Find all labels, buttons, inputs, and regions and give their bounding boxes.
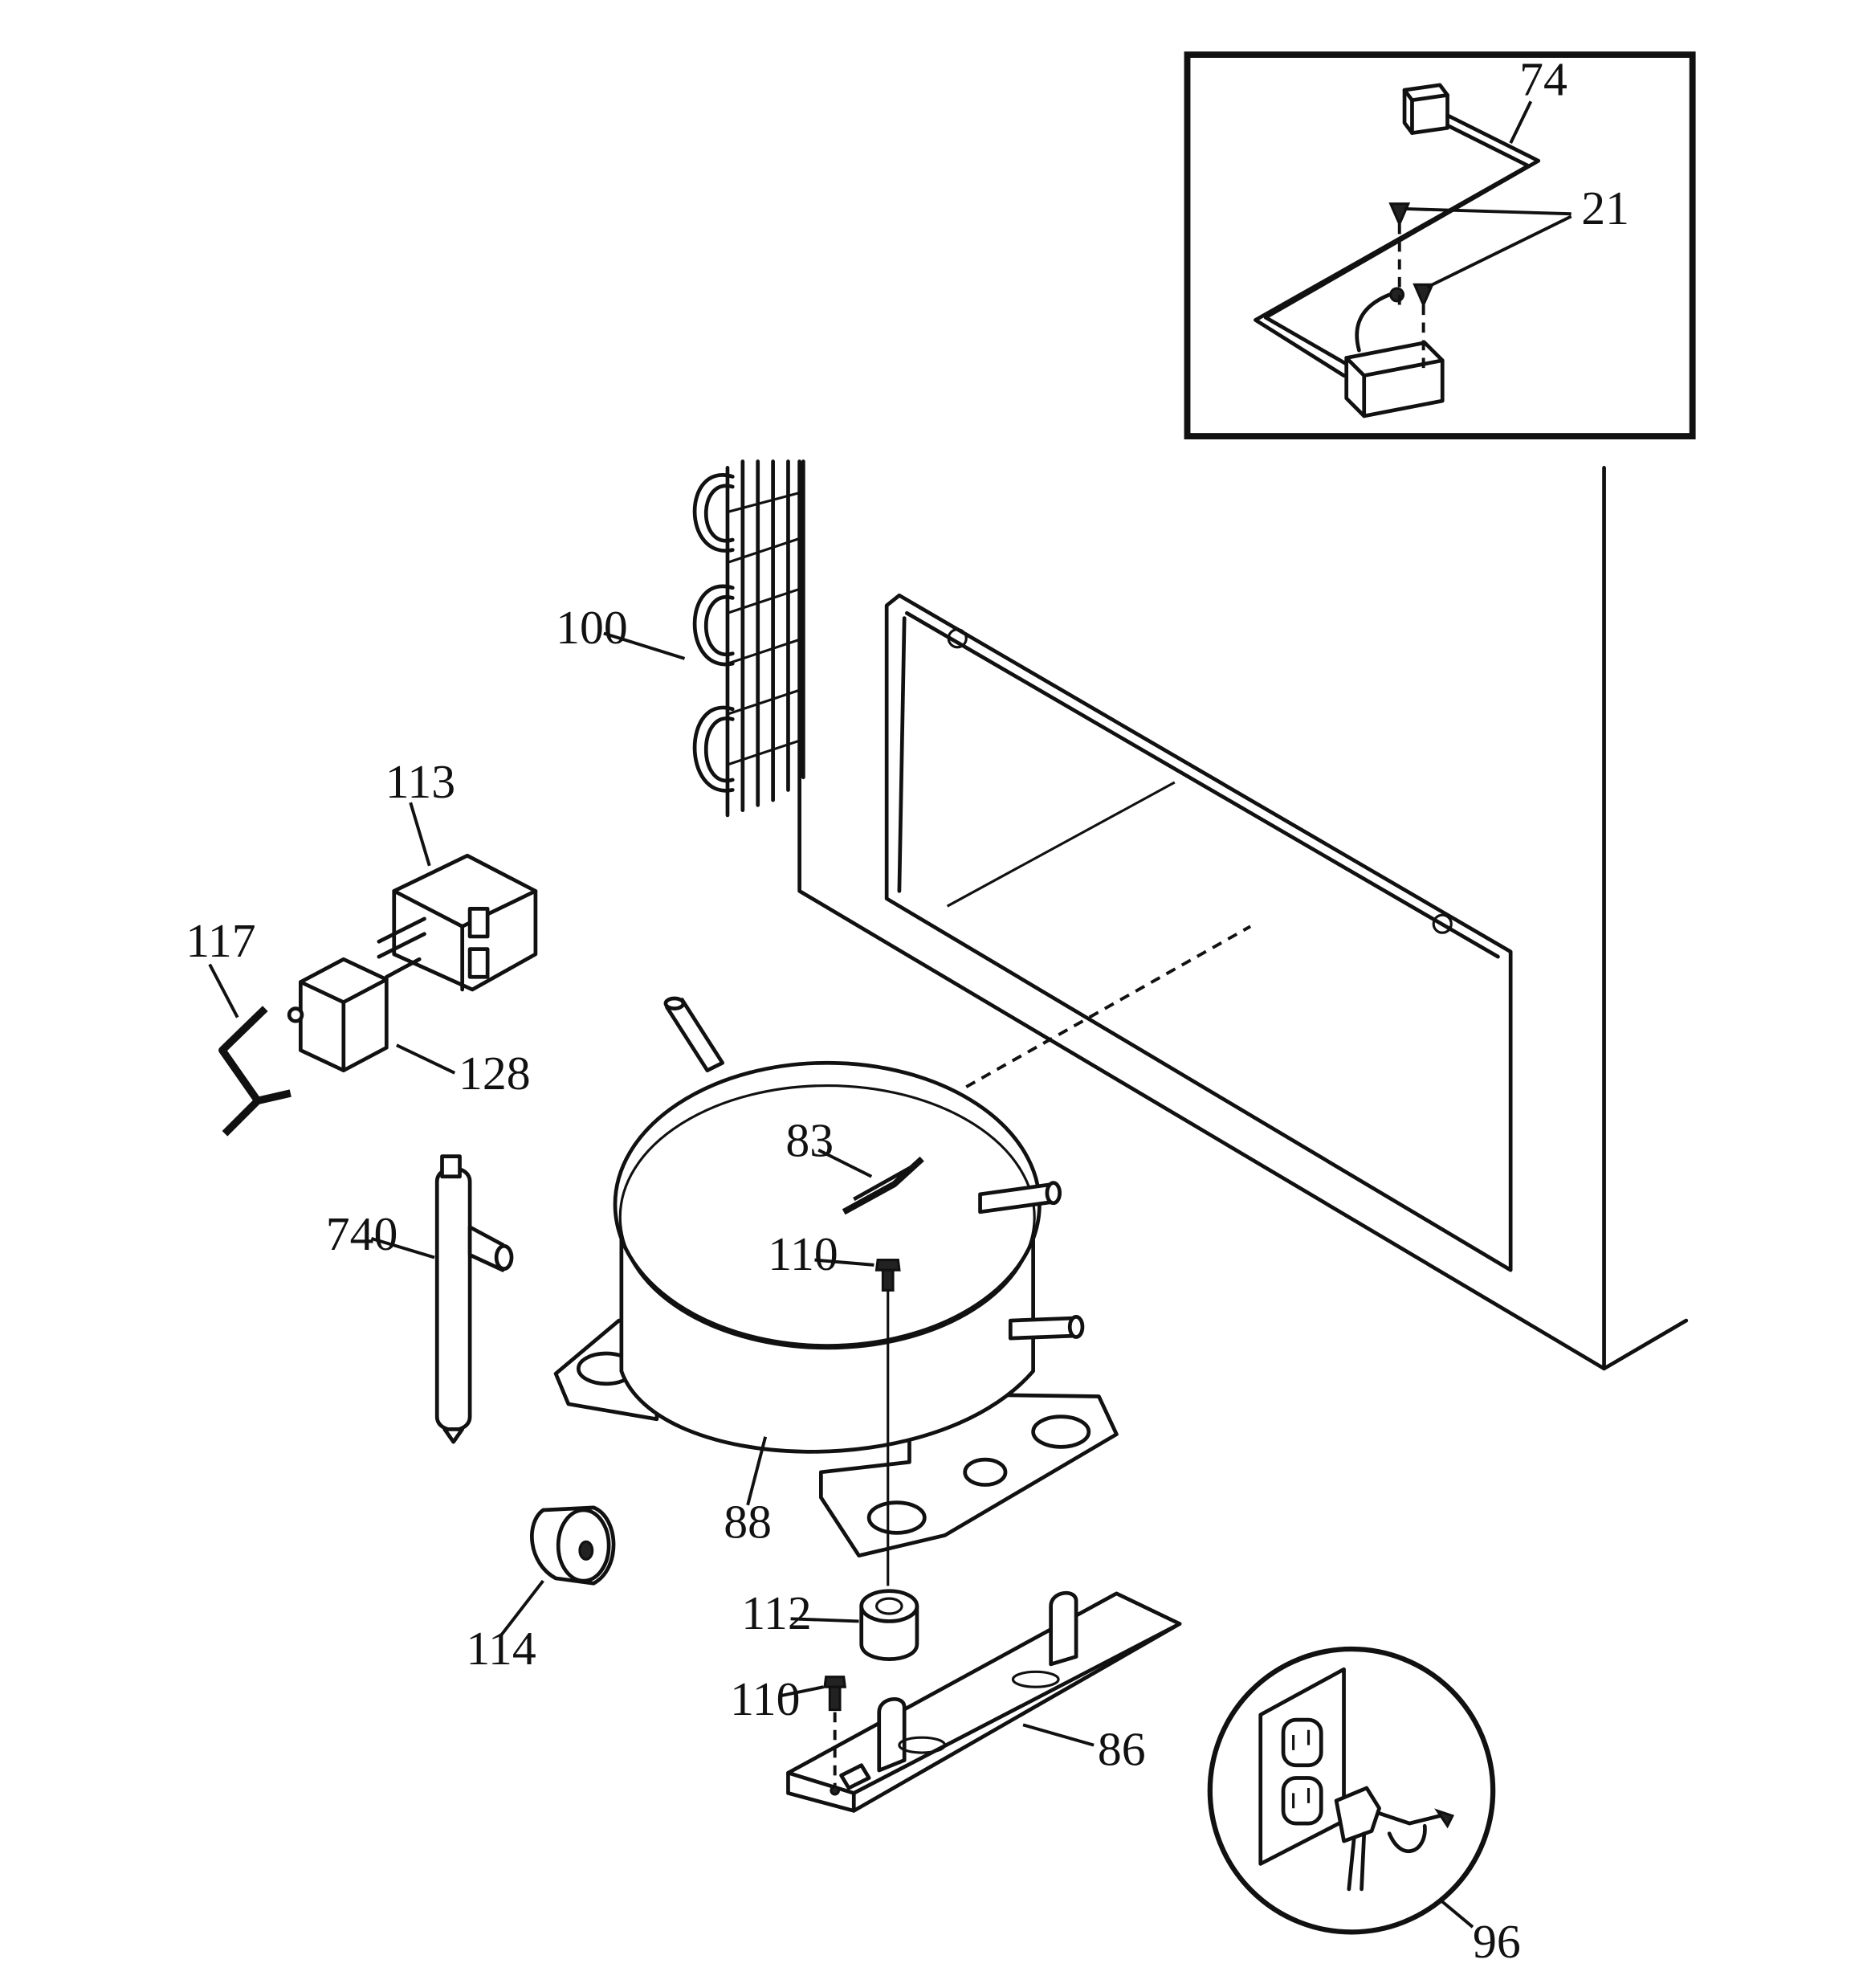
label-113: 113 bbox=[385, 755, 455, 808]
label-83: 83 bbox=[785, 1114, 834, 1167]
label-110-top: 110 bbox=[768, 1227, 838, 1280]
label-74: 74 bbox=[1519, 52, 1567, 105]
drier bbox=[370, 1154, 514, 1444]
label-740: 740 bbox=[326, 1207, 398, 1260]
label-110-bottom: 110 bbox=[730, 1672, 800, 1725]
label-117: 117 bbox=[185, 914, 255, 967]
label-112: 112 bbox=[741, 1586, 811, 1639]
label-100: 100 bbox=[556, 601, 628, 654]
label-88: 88 bbox=[724, 1496, 772, 1549]
condenser-coil bbox=[603, 459, 805, 818]
relay-overload bbox=[377, 802, 538, 992]
clip-117 bbox=[208, 963, 291, 1137]
label-114: 114 bbox=[466, 1622, 536, 1675]
label-128: 128 bbox=[459, 1047, 531, 1100]
spacer bbox=[790, 1589, 919, 1661]
label-96: 96 bbox=[1473, 1915, 1521, 1968]
mount-bracket bbox=[780, 1590, 1182, 1813]
compressor bbox=[553, 996, 1119, 1586]
label-86: 86 bbox=[1098, 1723, 1146, 1776]
grommet bbox=[499, 1505, 616, 1638]
cabinet-back bbox=[797, 459, 1689, 1371]
inset-power-cord bbox=[1184, 51, 1696, 440]
capacitor bbox=[287, 957, 456, 1075]
label-21: 21 bbox=[1581, 182, 1629, 235]
outlet-detail bbox=[1207, 1646, 1496, 1935]
part-labels: 74 21 100 113 117 128 83 110 740 88 114 … bbox=[185, 52, 1629, 1967]
